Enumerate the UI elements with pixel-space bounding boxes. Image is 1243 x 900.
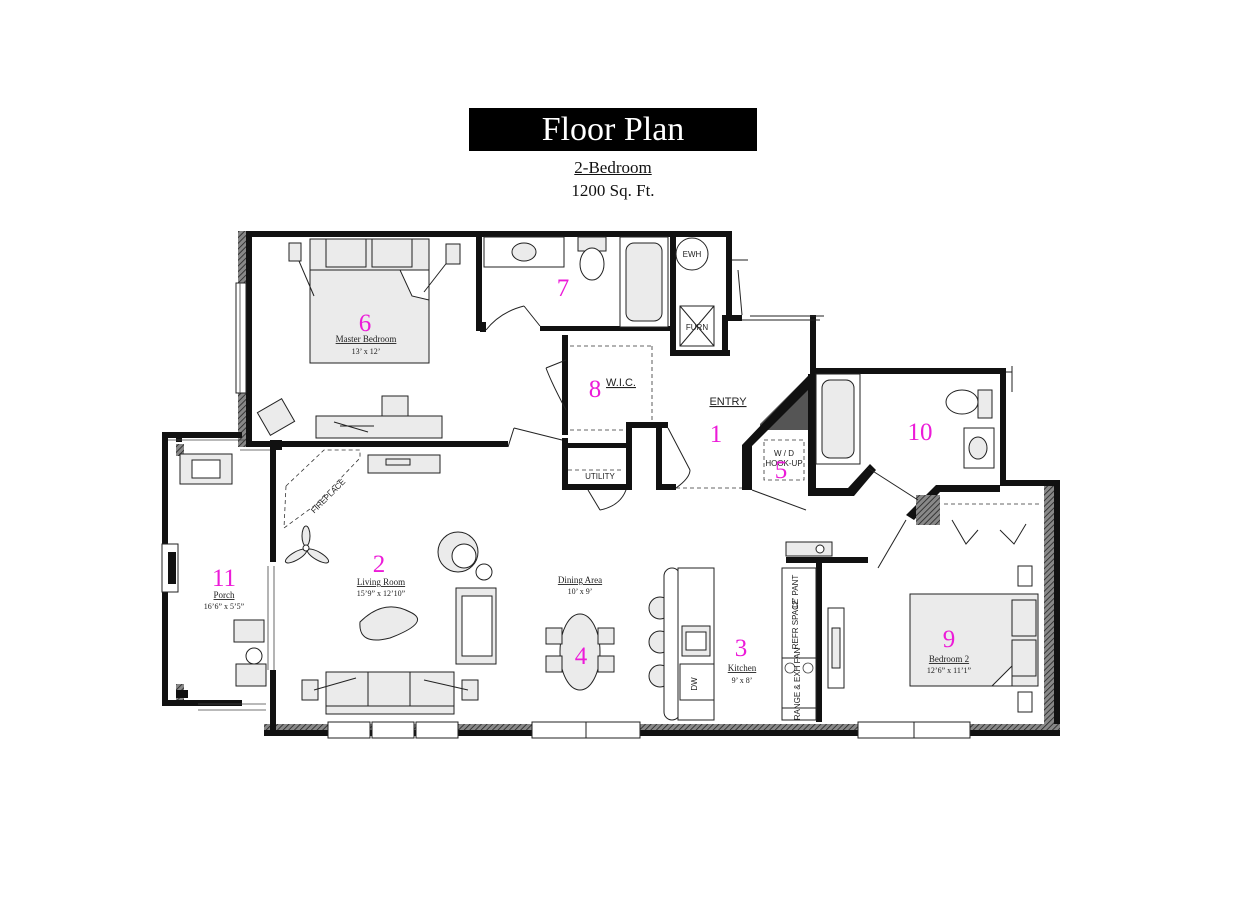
room-name-entry: ENTRY [709, 396, 747, 408]
bath2-fixtures: W / D HOOK-UP [763, 366, 1013, 481]
room-number-8: 8 [589, 376, 602, 403]
refr-label: REFR SPACE [791, 599, 800, 650]
room-number-3: 3 [735, 635, 748, 662]
kitchen-fixtures: DW 12” PANT REFR SPACE RANGE & EXH FAN [663, 541, 833, 721]
room-size-porch: 16’6” x 5’5” [204, 602, 245, 611]
utility-label: UTILITY [585, 472, 615, 481]
page-title: Floor Plan [541, 111, 685, 148]
room-size-kitchen: 9’ x 8’ [732, 676, 753, 685]
wd-label-2: HOOK-UP [765, 459, 802, 468]
room-number-2: 2 [373, 551, 386, 578]
range-label: RANGE & EXH FAN [793, 648, 802, 721]
doors [485, 259, 919, 569]
room-name-kitchen: Kitchen [728, 663, 757, 673]
room-size-master: 13’ x 12’ [352, 347, 381, 356]
room-name-bedroom2: Bedroom 2 [929, 654, 969, 664]
room-number-10: 10 [908, 419, 933, 446]
room-number-7: 7 [557, 275, 570, 302]
ceiling-fan-icon [284, 525, 330, 564]
dw-label: DW [690, 677, 699, 691]
furn-label: FURN [686, 323, 708, 332]
room-labels: 1 ENTRY 2 Living Room 15’9” x 12’10” 3 K… [204, 275, 972, 685]
fireplace-label: FIREPLACE [309, 477, 347, 515]
room-name-living: Living Room [357, 577, 405, 587]
room-size-bedroom2: 12’6” x 11’1” [927, 666, 972, 675]
room-name-dining: Dining Area [558, 575, 602, 585]
room-number-4: 4 [575, 643, 588, 670]
room-number-5: 5 [775, 457, 788, 484]
title-banner: Floor Plan [469, 108, 757, 151]
room-name-wic: W.I.C. [606, 377, 636, 389]
bedroom2-furniture [827, 503, 1040, 713]
wic-utility: UTILITY [568, 345, 653, 481]
room-number-11: 11 [212, 565, 236, 592]
unit-area: 1200 Sq. Ft. [571, 181, 655, 200]
room-name-porch: Porch [214, 590, 235, 600]
windows-bottom [327, 721, 971, 739]
walls [161, 231, 1060, 736]
pantry-label: 12” PANT [791, 575, 800, 610]
ewh-label: EWH [683, 250, 702, 259]
room-name-master: Master Bedroom [336, 334, 397, 344]
room-number-9: 9 [943, 626, 956, 653]
unit-type: 2-Bedroom [574, 158, 652, 177]
room-number-1: 1 [710, 421, 723, 448]
room-number-6: 6 [359, 310, 372, 337]
room-size-dining: 10’ x 9’ [568, 587, 593, 596]
master-bath-fixtures: EWH FURN [483, 236, 715, 347]
living-room-furniture: FIREPLACE [179, 449, 497, 715]
wd-label-1: W / D [774, 449, 794, 458]
dining-furniture [545, 596, 672, 691]
room-size-living: 15’9” x 12’10” [357, 589, 406, 598]
master-bedroom-furniture [256, 238, 461, 439]
